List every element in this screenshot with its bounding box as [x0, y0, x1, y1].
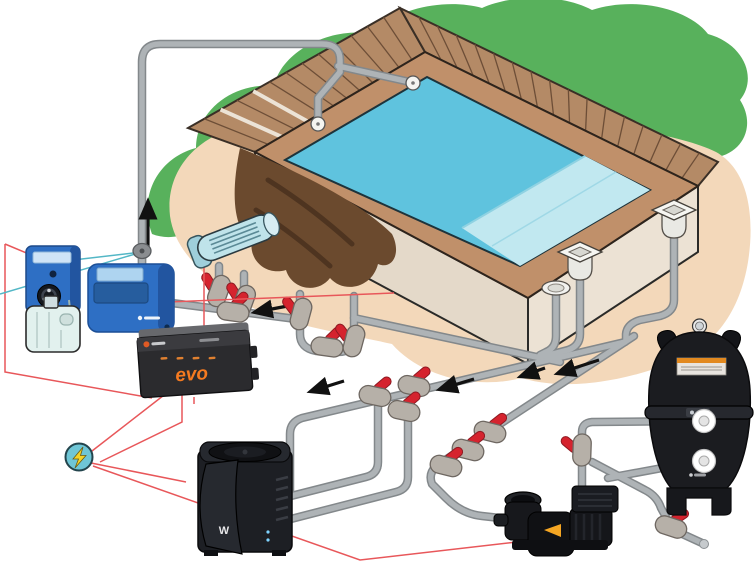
power-source: [64, 442, 94, 472]
small-label: [689, 473, 706, 477]
deck-plank-line: [252, 89, 309, 123]
deck-plank-line: [681, 152, 700, 179]
deck-plank-line: [633, 125, 644, 155]
deck-plank-line: [455, 34, 474, 76]
step-edge: [461, 155, 586, 229]
deck-plank-line: [204, 118, 269, 145]
brand-logo: [143, 337, 220, 348]
chemical-container: [25, 295, 81, 353]
uv-sanitizer: [186, 212, 280, 269]
pool-pump: [493, 485, 619, 557]
valve: [557, 432, 593, 467]
cartridge-filter: [644, 318, 754, 516]
deck-plank-line: [601, 107, 607, 139]
arrow-left-icon: [516, 361, 546, 380]
chlorinator-controller: [87, 263, 175, 333]
deck-plank-line: [530, 71, 539, 108]
arrow-left-icon: [306, 376, 345, 396]
deck-plank-line: [418, 16, 442, 61]
deck-planks: [204, 16, 700, 179]
pump-badge: [544, 524, 561, 537]
deck-plank-line: [649, 134, 663, 163]
indicator-row: [160, 356, 216, 360]
pump-inlet: [493, 513, 509, 527]
doser-display: [32, 251, 72, 264]
deck-plank-line: [236, 99, 295, 130]
deck-plank-line: [549, 80, 555, 116]
heat-pump: W: [197, 441, 293, 556]
pool: [185, 5, 720, 366]
deck-plank-line: [492, 53, 506, 92]
deck-plank-line: [665, 143, 682, 171]
sensor-probe-node: [132, 242, 152, 260]
lightning-bolt-icon: [72, 446, 87, 469]
deck-plank-line: [436, 25, 458, 69]
pool-steps: [462, 156, 650, 266]
arrow-left-icon: [553, 358, 600, 377]
deck-plank-line: [366, 26, 400, 68]
deck-plank-line: [617, 116, 626, 147]
deck-plank-line: [474, 44, 490, 84]
deck-plank-line: [301, 62, 347, 99]
deck-plank-line: [584, 98, 588, 131]
filter-label: [676, 357, 727, 376]
waste-pipe-end: [699, 539, 709, 549]
chlorinator-display: [96, 267, 144, 282]
arrow-left-icon: [435, 374, 475, 394]
heat-pump-logo: W: [219, 525, 230, 537]
return-jet: [405, 75, 421, 91]
step-edge: [491, 171, 617, 247]
return-jet: [310, 116, 326, 132]
deck-plank-line: [567, 89, 571, 123]
deck-plank-line: [511, 62, 522, 100]
deck-plank-line: [269, 81, 321, 115]
deck-plank-line: [219, 107, 282, 139]
evo-controller: evo: [136, 322, 260, 399]
brand-logo: [137, 315, 160, 321]
valve: [356, 369, 397, 409]
deck-plank-line: [383, 16, 413, 61]
filter-inlet-port: [691, 408, 717, 434]
deck-plank-line: [350, 35, 387, 76]
filter-outlet-port: [691, 448, 717, 474]
evo-logo-text: evo: [175, 363, 209, 386]
main-drain: [541, 280, 571, 296]
deck-plank-line: [285, 72, 334, 107]
